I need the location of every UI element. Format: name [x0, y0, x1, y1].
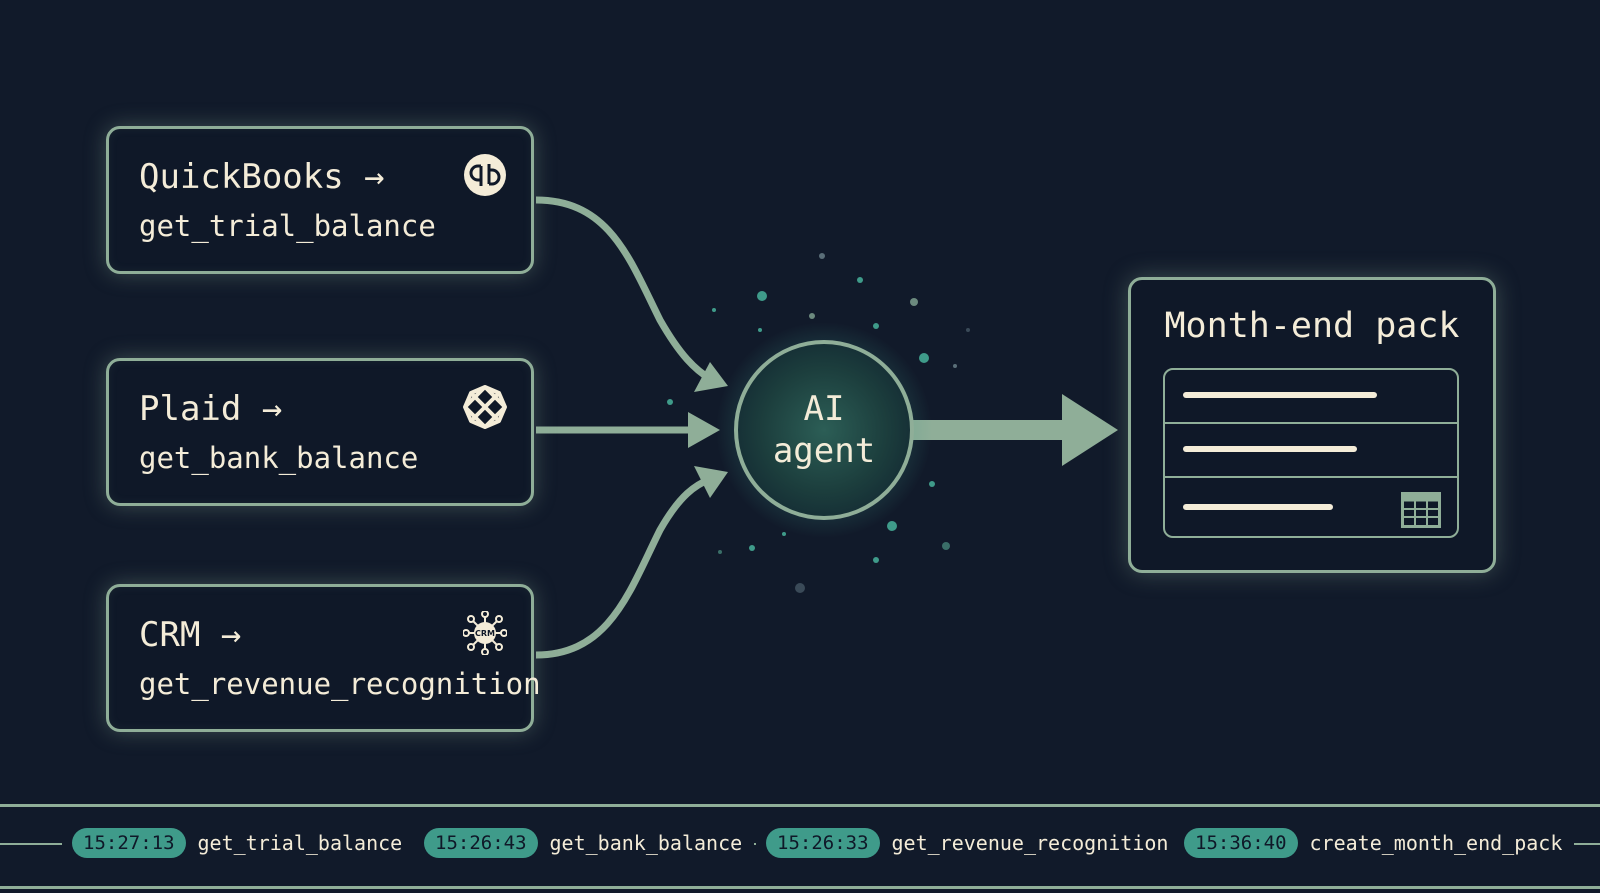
- output-arrow: [912, 394, 1118, 466]
- timeline-label: get_bank_balance: [549, 831, 743, 855]
- timestamp-badge: 15:27:13: [72, 828, 186, 858]
- tool-card-plaid: Plaid → get_bank_balance: [106, 358, 534, 506]
- timeline-entry: 15:36:40 create_month_end_pack: [1174, 827, 1575, 859]
- tool-name: CRM →: [139, 615, 242, 655]
- arrowhead-plaid: [688, 412, 720, 448]
- pack-row: [1165, 424, 1457, 478]
- pack-title: Month-end pack: [1164, 306, 1460, 346]
- tool-card-quickbooks: QuickBooks → get_trial_balance: [106, 126, 534, 274]
- pack-text-line: [1183, 446, 1357, 452]
- agent-label-line2: agent: [772, 431, 876, 471]
- month-end-pack-card: Month-end pack: [1128, 277, 1496, 573]
- call-timeline: 15:27:13 get_trial_balance 15:26:43 get_…: [0, 804, 1600, 889]
- arrowhead-crm: [694, 466, 728, 498]
- pack-row: [1165, 370, 1457, 424]
- tool-name: Plaid →: [139, 389, 283, 429]
- pack-row: [1165, 478, 1457, 536]
- timestamp-badge: 15:26:33: [766, 828, 880, 858]
- tool-card-crm: CRM → get_revenue_recognition CRM: [106, 584, 541, 732]
- plaid-icon: [463, 385, 507, 429]
- agent-label: AI agent: [738, 388, 910, 472]
- timeline-entry: 15:26:33 get_revenue_recognition: [756, 827, 1181, 859]
- crm-icon-text: CRM: [475, 629, 495, 638]
- tool-function: get_revenue_recognition: [139, 667, 541, 701]
- connector-quickbooks: [535, 196, 714, 384]
- arrowhead-quickbooks: [694, 362, 728, 392]
- timeline-entry: 15:27:13 get_trial_balance: [62, 827, 415, 859]
- table-icon: [1401, 492, 1441, 528]
- tool-function: get_trial_balance: [139, 209, 436, 243]
- timeline-label: get_revenue_recognition: [891, 831, 1169, 855]
- timestamp-badge: 15:36:40: [1184, 828, 1298, 858]
- timestamp-badge: 15:26:43: [424, 828, 538, 858]
- pack-text-line: [1183, 392, 1377, 398]
- pack-text-line: [1183, 504, 1333, 510]
- tool-function: get_bank_balance: [139, 441, 419, 475]
- particles: [667, 253, 970, 593]
- quickbooks-icon: [464, 154, 506, 196]
- timeline-label: create_month_end_pack: [1309, 831, 1563, 855]
- timeline-entry: 15:26:43 get_bank_balance: [414, 827, 755, 859]
- connector-crm: [535, 474, 714, 659]
- timeline-label: get_trial_balance: [197, 831, 403, 855]
- pack-document: [1163, 368, 1459, 538]
- tool-name: QuickBooks →: [139, 157, 385, 197]
- agent-circle: [734, 340, 914, 520]
- crm-icon: CRM: [463, 611, 507, 655]
- agent-label-line1: AI: [803, 389, 845, 429]
